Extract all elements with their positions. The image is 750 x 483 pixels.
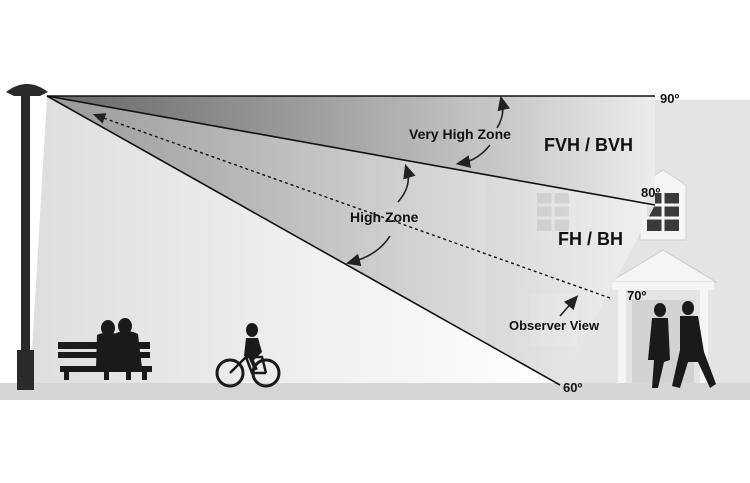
angle-label-90: 90º (660, 91, 679, 106)
very-high-arrow-up (496, 95, 511, 129)
very-high-arrow-down (455, 144, 491, 168)
lamp-base (17, 350, 34, 390)
walking-people-silhouette (648, 301, 716, 388)
angle-lines (46, 95, 656, 386)
angle-label-80: 80º (641, 185, 660, 200)
high-arrow-up (397, 163, 416, 203)
ground (0, 383, 750, 400)
high-arrow-down (345, 235, 391, 267)
zone-below-60 (30, 96, 560, 385)
very-high-zone-label: Very High Zone (409, 126, 511, 142)
lamp-pole (21, 96, 30, 386)
observer-view-label: Observer View (509, 318, 600, 333)
bench-couple-silhouette (58, 318, 152, 380)
region-label-lower: FH / BH (558, 229, 623, 249)
lamp-head (6, 84, 48, 96)
street-lamp (6, 84, 48, 390)
line-80 (46, 95, 656, 206)
observer-arrow (559, 295, 579, 317)
region-label-upper: FVH / BVH (544, 135, 633, 155)
high-zone-label: High Zone (350, 209, 419, 225)
line-60 (46, 95, 561, 386)
angle-label-60: 60º (563, 380, 582, 395)
angle-label-70: 70º (627, 288, 646, 303)
line-70-observer (92, 113, 611, 299)
high-zone-area (47, 96, 655, 385)
zone-arrows (345, 95, 579, 317)
cyclist-silhouette (215, 323, 281, 388)
